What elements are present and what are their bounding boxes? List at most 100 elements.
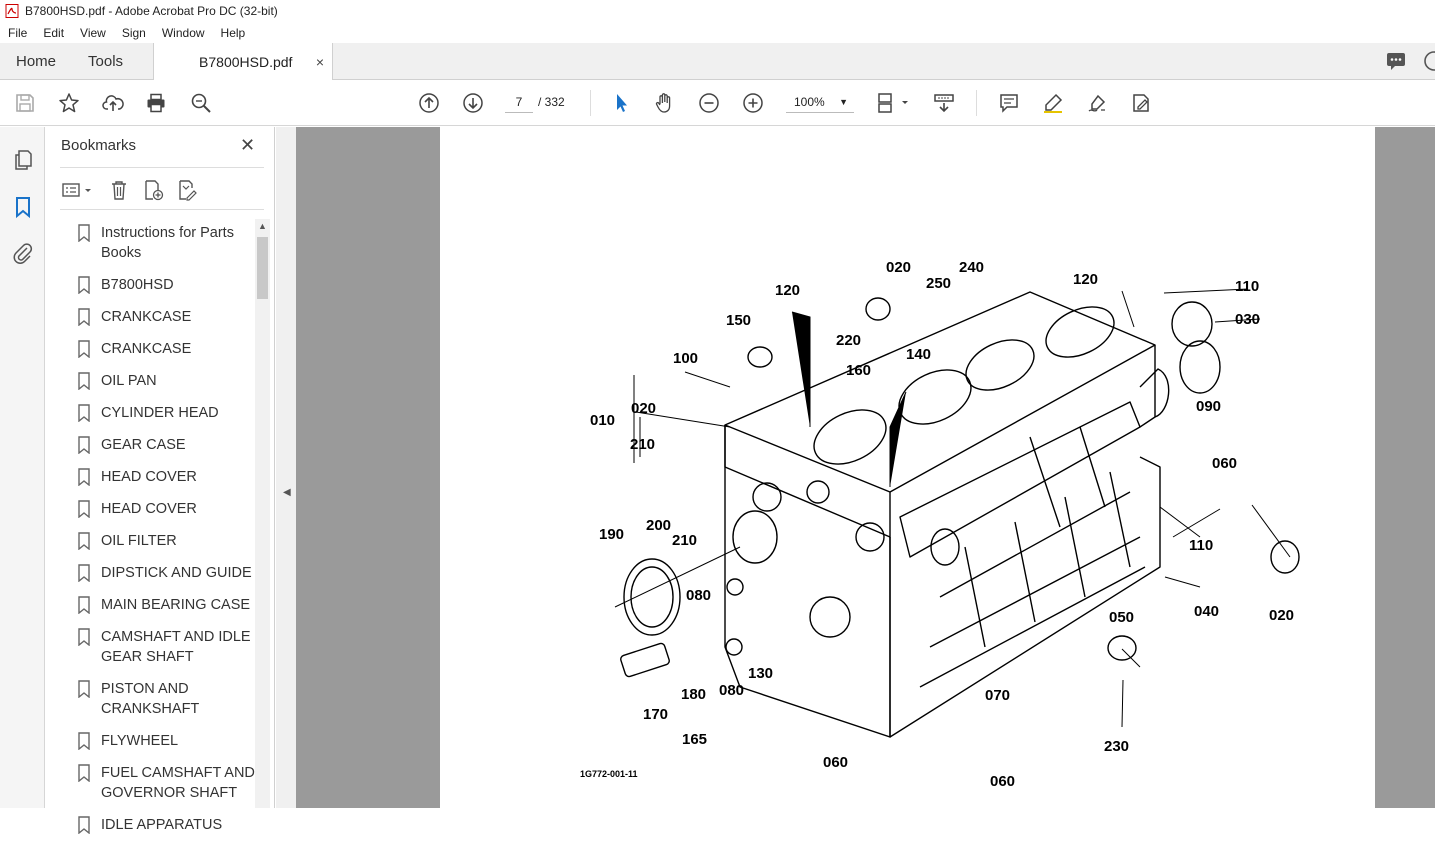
bookmark-properties-icon[interactable] xyxy=(175,178,199,202)
menu-sign[interactable]: Sign xyxy=(121,25,146,40)
bookmark-icon xyxy=(78,564,90,582)
new-bookmark-icon[interactable] xyxy=(141,178,165,202)
callout-label: 220 xyxy=(836,332,861,349)
bookmark-item[interactable]: B7800HSD xyxy=(75,275,257,295)
zoom-in-icon[interactable] xyxy=(741,91,765,115)
bookmark-item[interactable]: OIL FILTER xyxy=(75,531,257,551)
scroll-mode-icon[interactable] xyxy=(932,91,956,115)
menu-view[interactable]: View xyxy=(80,25,106,40)
bookmark-icon xyxy=(78,500,90,518)
bookmarks-panel-icon[interactable] xyxy=(11,195,35,219)
title-bar: B7800HSD.pdf - Adobe Acrobat Pro DC (32-… xyxy=(0,0,1435,22)
draw-freehand-icon[interactable] xyxy=(1085,91,1109,115)
bookmark-item[interactable]: HEAD COVER xyxy=(75,499,257,519)
menu-window[interactable]: Window xyxy=(161,25,205,40)
bookmark-icon xyxy=(78,596,90,614)
bookmark-icon xyxy=(78,404,90,422)
menu-bar: File Edit View Sign Window Help xyxy=(0,22,1435,43)
scrollbar-thumb[interactable] xyxy=(257,237,268,299)
zoom-level-select[interactable]: 100% ▼ xyxy=(786,91,854,113)
tab-tools[interactable]: Tools xyxy=(88,52,124,70)
help-icon[interactable] xyxy=(1421,50,1435,72)
bookmark-item[interactable]: CYLINDER HEAD xyxy=(75,403,257,423)
save-icon[interactable] xyxy=(13,91,37,115)
highlight-pen-icon[interactable] xyxy=(1041,91,1065,115)
next-page-icon[interactable] xyxy=(461,91,485,115)
delete-bookmark-icon[interactable] xyxy=(107,178,131,202)
menu-help[interactable]: Help xyxy=(220,25,246,40)
bookmark-icon xyxy=(78,372,90,390)
bookmark-item[interactable]: GEAR CASE xyxy=(75,435,257,455)
page-fit-icon[interactable] xyxy=(876,91,912,115)
menu-file[interactable]: File xyxy=(8,25,28,40)
callout-label: 200 xyxy=(646,517,671,534)
bookmark-label: PISTON AND CRANKSHAFT xyxy=(101,681,200,717)
tab-document[interactable]: B7800HSD.pdf × xyxy=(153,43,334,80)
document-viewport[interactable]: 020 240 120 110 250 030 120 150 220 140 … xyxy=(296,127,1435,808)
bookmark-label: Instructions for Parts Books xyxy=(101,225,234,261)
page-total: / 332 xyxy=(538,95,565,109)
callout-label: 080 xyxy=(686,587,711,604)
bookmark-item[interactable]: IDLE APPARATUS xyxy=(75,815,257,835)
hand-tool-icon[interactable] xyxy=(653,91,677,115)
comment-icon[interactable] xyxy=(1385,50,1407,72)
callout-label: 250 xyxy=(926,275,951,292)
bookmark-item[interactable]: Instructions for Parts Books xyxy=(75,223,257,263)
star-icon[interactable] xyxy=(57,91,81,115)
zoom-search-icon[interactable] xyxy=(189,91,213,115)
fill-sign-icon[interactable] xyxy=(1129,91,1153,115)
callout-label: 110 xyxy=(1235,278,1259,295)
bookmark-icon xyxy=(78,680,90,698)
bookmark-item[interactable]: FLYWHEEL xyxy=(75,731,257,751)
bookmark-icon xyxy=(78,276,90,294)
callout-label: 010 xyxy=(590,412,615,429)
page-thumbnails-icon[interactable] xyxy=(11,148,35,172)
bookmark-icon xyxy=(78,764,90,782)
callout-label: 060 xyxy=(990,773,1015,790)
bookmark-item[interactable]: CRANKCASE xyxy=(75,307,257,327)
tab-close-button[interactable]: × xyxy=(315,53,325,70)
panel-splitter[interactable]: ◀ xyxy=(276,127,296,808)
bookmark-item[interactable]: PISTON AND CRANKSHAFT xyxy=(75,679,257,719)
print-icon[interactable] xyxy=(144,91,168,115)
callout-label: 210 xyxy=(672,532,697,549)
tab-home[interactable]: Home xyxy=(16,52,57,70)
bookmark-item[interactable]: OIL PAN xyxy=(75,371,257,391)
chevron-down-icon: ▼ xyxy=(839,97,848,107)
callout-label: 170 xyxy=(643,706,668,723)
bookmark-item[interactable]: HEAD COVER xyxy=(75,467,257,487)
bookmark-label: CAMSHAFT AND IDLE GEAR SHAFT xyxy=(101,629,251,665)
add-comment-icon[interactable] xyxy=(997,91,1021,115)
previous-page-icon[interactable] xyxy=(417,91,441,115)
figure-id: 1G772-001-11 xyxy=(580,769,638,779)
collapse-panel-icon[interactable]: ◀ xyxy=(283,487,291,498)
bookmark-label: HEAD COVER xyxy=(101,469,197,485)
bookmark-label: MAIN BEARING CASE xyxy=(101,597,251,613)
bookmark-item[interactable]: DIPSTICK AND GUIDE xyxy=(75,563,257,583)
zoom-out-icon[interactable] xyxy=(697,91,721,115)
bookmark-item[interactable]: CAMSHAFT AND IDLE GEAR SHAFT xyxy=(75,627,257,667)
close-panel-button[interactable]: ✕ xyxy=(240,135,256,155)
left-nav-rail xyxy=(0,127,45,808)
scroll-up-icon[interactable]: ▲ xyxy=(258,221,267,231)
menu-edit[interactable]: Edit xyxy=(43,25,65,40)
callout-label: 050 xyxy=(1109,609,1134,626)
bookmark-icon xyxy=(78,436,90,454)
bookmark-item[interactable]: CRANKCASE xyxy=(75,339,257,359)
acrobat-pdf-icon xyxy=(5,4,19,18)
callout-label: 090 xyxy=(1196,398,1221,415)
upload-cloud-icon[interactable] xyxy=(101,91,125,115)
callout-label: 030 xyxy=(1235,311,1260,328)
callout-label: 140 xyxy=(906,346,931,363)
tab-bar: Home Tools B7800HSD.pdf × xyxy=(0,43,1435,80)
bookmark-item[interactable]: MAIN BEARING CASE xyxy=(75,595,257,615)
bookmarks-panel-title: Bookmarks xyxy=(61,137,137,154)
bookmark-item[interactable]: FUEL CAMSHAFT AND GOVERNOR SHAFT xyxy=(75,763,257,803)
bookmarks-scrollbar[interactable]: ▲ xyxy=(255,219,270,808)
callout-label: 190 xyxy=(599,526,624,543)
tabbar-right xyxy=(1385,43,1435,79)
select-cursor-icon[interactable] xyxy=(609,91,633,115)
page-number-input[interactable]: 7 xyxy=(505,91,533,113)
bookmark-options-icon[interactable] xyxy=(61,178,97,202)
attachments-paperclip-icon[interactable] xyxy=(11,241,35,265)
